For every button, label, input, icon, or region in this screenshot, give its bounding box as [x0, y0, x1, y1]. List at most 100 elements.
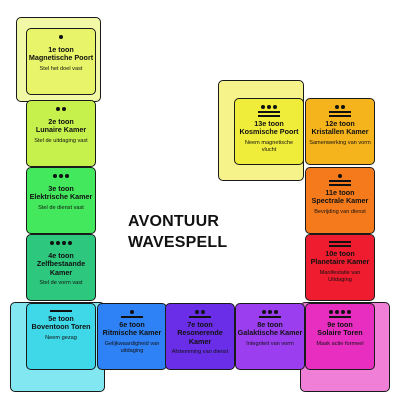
tone-number: 3e toon [48, 184, 74, 193]
tone-number: 6e toon [119, 320, 145, 329]
glyph-bar [329, 115, 351, 117]
tone-number: 9e toon [327, 320, 353, 329]
tone-glyph-icon [98, 310, 166, 318]
tone-number: 1e toon [48, 45, 74, 54]
tone-glyph-icon [306, 174, 374, 186]
glyph-bar [329, 316, 351, 318]
glyph-dot [62, 107, 66, 111]
glyph-dot [130, 310, 134, 314]
glyph-bar [329, 245, 351, 247]
tone-glyph-icon [306, 310, 374, 318]
tone-number: 7e toon [187, 320, 213, 329]
tone-name: Boventoon Toren [31, 322, 91, 332]
tone-description: Samenwerking van vorm [309, 139, 371, 146]
glyph-dot [341, 310, 345, 314]
glyph-bar [329, 180, 351, 182]
glyph-dot [201, 310, 205, 314]
tone-name: Galaktische Kamer [237, 328, 303, 338]
glyph-dot [59, 35, 63, 39]
glyph-bar [121, 316, 143, 318]
title-line-2: WAVESPELL [128, 234, 228, 251]
tone-glyph-icon [27, 241, 95, 249]
glyph-bar [258, 111, 280, 113]
tone-number: 13e toon [254, 119, 284, 128]
tone-name: Elektrische Kamer [29, 192, 93, 202]
tone-name: Lunaire Kamer [35, 125, 87, 135]
glyph-bar [329, 184, 351, 186]
tone-glyph-icon [27, 174, 95, 182]
tone-name: Planetaire Kamer [310, 257, 370, 267]
tone-glyph-icon [166, 310, 234, 318]
tone-number: 4e toon [48, 251, 74, 260]
tone-description: Afstemming van dienst [171, 349, 229, 356]
tone-glyph-icon [27, 310, 95, 312]
glyph-dot [56, 107, 60, 111]
tone-description: Gelijkwaardigheid van uitdaging [104, 340, 160, 354]
glyph-dot [329, 310, 333, 314]
glyph-bar [50, 310, 72, 312]
glyph-dot [341, 105, 345, 109]
tone-glyph-icon [306, 105, 374, 117]
tone-glyph-icon [235, 105, 303, 117]
tone-description: Bevrijding van dienst [314, 208, 366, 215]
glyph-bar [259, 316, 281, 318]
glyph-dot [65, 174, 69, 178]
tone-number: 5e toon [48, 314, 74, 323]
glyph-dot [50, 241, 54, 245]
tone-number: 8e toon [257, 320, 283, 329]
glyph-dot [195, 310, 199, 314]
glyph-dot [59, 174, 63, 178]
glyph-dot [261, 105, 265, 109]
glyph-bar [189, 316, 211, 318]
tone-name: Zelfbestaande Kamer [36, 259, 86, 277]
tone-description: Neem gezag [45, 334, 77, 341]
tone-number: 2e toon [48, 117, 74, 126]
tone-name: Magnetische Poort [28, 53, 94, 63]
tone-description: Maak actie formeel [316, 340, 364, 347]
glyph-dot [335, 310, 339, 314]
glyph-bar [329, 241, 351, 243]
glyph-dot [335, 105, 339, 109]
tone-glyph-icon [27, 107, 95, 115]
tone-description: Stel de vorm vast [39, 280, 83, 287]
title-line-1: AVONTUUR [128, 213, 220, 230]
glyph-dot [347, 310, 351, 314]
glyph-bar [258, 115, 280, 117]
glyph-dot [274, 310, 278, 314]
tone-glyph-icon [306, 241, 374, 247]
tone-name: Solaire Toren [317, 328, 363, 338]
glyph-dot [68, 241, 72, 245]
tone-description: Neem magnetische vlucht [244, 139, 294, 153]
tone-description: Stel de dienst vast [38, 204, 84, 211]
tone-number: 11e toon [325, 188, 355, 197]
glyph-dot [62, 241, 66, 245]
tone-description: Stel het doel vast [39, 65, 83, 72]
glyph-dot [338, 174, 342, 178]
tone-description: Integriteit van vorm [246, 340, 294, 347]
tone-name: Resonerende Kamer [177, 328, 223, 346]
glyph-dot [56, 241, 60, 245]
tone-number: 10e toon [325, 249, 355, 258]
tone-description: Stel de uitdaging vast [34, 137, 88, 144]
tone-glyph-icon [236, 310, 304, 318]
glyph-dot [53, 174, 57, 178]
tone-name: Ritmische Kamer [102, 328, 162, 338]
tone-name: Spectrale Kamer [311, 196, 369, 206]
tone-glyph-icon [27, 35, 95, 43]
tone-name: Kristallen Kamer [311, 127, 369, 137]
diagram-title: AVONTUUR WAVESPELL [128, 211, 238, 253]
glyph-dot [268, 310, 272, 314]
glyph-bar [329, 111, 351, 113]
tone-name: Kosmische Poort [239, 127, 299, 137]
